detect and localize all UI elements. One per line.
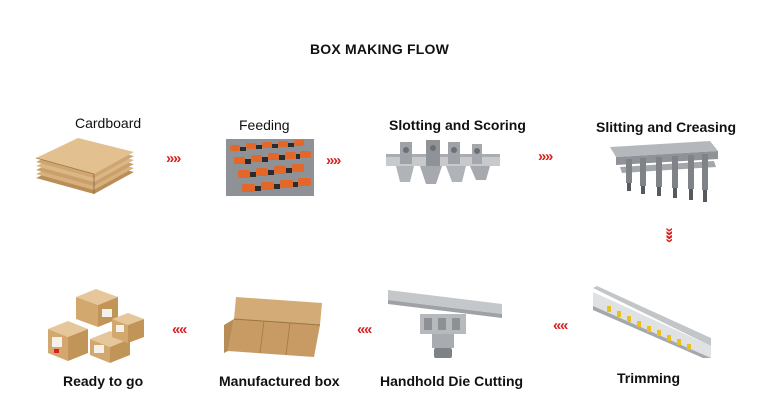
step-label-manufactured-box: Manufactured box bbox=[219, 373, 340, 389]
flow-arrow-right-icon: » bbox=[538, 148, 547, 165]
cardboard-stack-image bbox=[35, 138, 134, 194]
step-label-slitting-creasing: Slitting and Creasing bbox=[596, 119, 737, 135]
flow-arrow-left-icon: « bbox=[553, 317, 562, 334]
flow-arrow-right-icon: » bbox=[173, 150, 182, 167]
step-label-slotting-scoring: Slotting and Scoring bbox=[389, 117, 526, 133]
step-label-feeding: Feeding bbox=[239, 117, 290, 133]
step-label-handhold-die-cutting: Handhold Die Cutting bbox=[380, 373, 524, 389]
flow-arrow-left-icon: « bbox=[364, 321, 373, 338]
flow-arrow-left-icon: « bbox=[560, 317, 569, 334]
flow-arrow-right-icon: » bbox=[166, 150, 175, 167]
step-label-cardboard: Cardboard bbox=[75, 115, 142, 131]
die-cutting-image bbox=[388, 290, 502, 358]
flow-arrow-right-icon: » bbox=[326, 152, 335, 169]
manufactured-box-image bbox=[224, 297, 322, 357]
flow-arrow-left-icon: « bbox=[357, 321, 366, 338]
flow-arrow-right-icon: » bbox=[545, 148, 554, 165]
slitting-creasing-image bbox=[610, 141, 718, 202]
step-label-ready-to-go: Ready to go bbox=[63, 373, 144, 389]
flow-arrow-down-icon: »»» bbox=[662, 227, 679, 239]
flow-arrow-left-icon: « bbox=[172, 321, 181, 338]
step-label-trimming: Trimming bbox=[617, 370, 681, 386]
flow-arrow-right-icon: » bbox=[333, 152, 342, 169]
feeding-rollers-image bbox=[226, 139, 314, 196]
page-title: BOX MAKING FLOW bbox=[309, 41, 450, 57]
slotting-scoring-image bbox=[386, 140, 500, 184]
trimming-image bbox=[593, 286, 711, 358]
flow-arrow-left-icon: « bbox=[179, 321, 188, 338]
ready-boxes-image bbox=[48, 289, 144, 363]
